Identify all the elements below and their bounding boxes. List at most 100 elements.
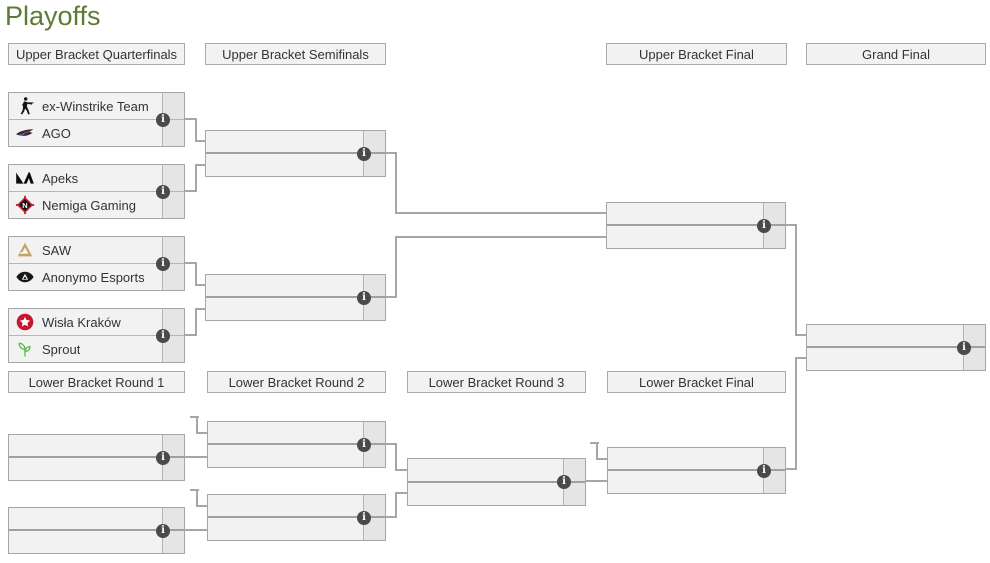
info-icon[interactable] <box>757 463 771 478</box>
info-icon[interactable] <box>156 112 170 127</box>
anonymo-logo-icon <box>15 267 35 287</box>
match-lb-r3[interactable] <box>407 458 586 506</box>
connector <box>196 505 207 507</box>
connector <box>795 334 806 336</box>
connector <box>590 442 599 444</box>
connector <box>786 468 797 470</box>
connector <box>195 262 197 286</box>
info-icon[interactable] <box>357 437 371 452</box>
match-lb-r1m2[interactable] <box>8 507 185 554</box>
row-divider <box>608 469 785 471</box>
connector <box>795 224 797 336</box>
nemiga-logo-icon: N <box>15 195 35 215</box>
connector <box>386 516 397 518</box>
apeks-logo-icon <box>15 168 35 188</box>
connector <box>195 164 197 192</box>
match-lb-r2m1[interactable] <box>207 421 386 468</box>
row-divider <box>607 224 785 226</box>
connector <box>395 212 606 214</box>
connector <box>395 492 407 494</box>
connector <box>395 152 397 214</box>
team-row[interactable]: Anonymo Esports <box>9 263 184 290</box>
info-icon[interactable] <box>957 340 971 355</box>
row-divider <box>206 152 385 154</box>
row-divider <box>9 529 184 531</box>
team-name: SAW <box>42 242 72 258</box>
team-name: Apeks <box>42 170 79 186</box>
match-lb-final[interactable] <box>607 447 786 494</box>
team-name: Sprout <box>42 341 81 357</box>
team-row[interactable]: Apeks <box>9 165 184 191</box>
match-ub-final[interactable] <box>606 202 786 249</box>
info-icon[interactable] <box>156 256 170 271</box>
connector <box>195 284 205 286</box>
team-name: Nemiga Gaming <box>42 197 136 213</box>
match-lb-r1m1[interactable] <box>8 434 185 481</box>
team-row[interactable]: SAW <box>9 237 184 263</box>
match-ub-qf1[interactable]: ex-Winstrike Team AGO <box>8 92 185 147</box>
match-ub-qf4[interactable]: Wisła Kraków Sprout <box>8 308 185 363</box>
connector <box>185 118 197 120</box>
team-row[interactable]: Sprout <box>9 335 184 362</box>
team-name: ex-Winstrike Team <box>42 98 149 114</box>
header-lower-round3: Lower Bracket Round 3 <box>407 371 586 393</box>
header-upper-final: Upper Bracket Final <box>606 43 787 65</box>
row-divider <box>408 481 585 483</box>
header-lower-round1: Lower Bracket Round 1 <box>8 371 185 393</box>
match-ub-sf1[interactable] <box>205 130 386 177</box>
connector <box>190 489 199 491</box>
wisla-krakow-logo-icon <box>15 312 35 332</box>
match-lb-r2m2[interactable] <box>207 494 386 541</box>
connector <box>795 357 797 470</box>
connector <box>586 480 607 482</box>
connector <box>196 489 198 507</box>
connector <box>386 152 397 154</box>
connector <box>196 416 198 434</box>
info-icon[interactable] <box>156 328 170 343</box>
row-divider <box>206 296 385 298</box>
team-row[interactable]: N Nemiga Gaming <box>9 191 184 218</box>
match-ub-sf2[interactable] <box>205 274 386 321</box>
connector <box>185 262 197 264</box>
connector <box>386 296 397 298</box>
team-row[interactable]: ex-Winstrike Team <box>9 93 184 119</box>
match-grand-final[interactable] <box>806 324 986 371</box>
info-icon[interactable] <box>156 184 170 199</box>
info-icon[interactable] <box>357 290 371 305</box>
info-icon[interactable] <box>156 450 170 465</box>
team-row[interactable]: Wisła Kraków <box>9 309 184 335</box>
connector <box>195 118 197 142</box>
sprout-logo-icon <box>15 339 35 359</box>
row-divider <box>208 516 385 518</box>
connector <box>596 442 598 460</box>
info-icon[interactable] <box>357 510 371 525</box>
connector <box>195 308 205 310</box>
info-icon[interactable] <box>557 475 571 489</box>
info-icon[interactable] <box>357 146 371 161</box>
connector <box>596 458 607 460</box>
row-divider <box>807 346 985 348</box>
page-title: Playoffs <box>5 1 101 31</box>
connector <box>185 334 197 336</box>
header-upper-quarterfinals: Upper Bracket Quarterfinals <box>8 43 185 65</box>
svg-text:N: N <box>22 201 27 210</box>
row-divider <box>9 456 184 458</box>
match-ub-qf3[interactable]: SAW Anonymo Esports <box>8 236 185 291</box>
ex-winstrike-logo-icon <box>15 96 35 116</box>
connector <box>795 357 806 359</box>
ago-logo-icon <box>15 123 35 143</box>
header-lower-round2: Lower Bracket Round 2 <box>207 371 386 393</box>
team-row[interactable]: AGO <box>9 119 184 146</box>
connector <box>395 492 397 518</box>
info-icon[interactable] <box>757 218 771 233</box>
team-name: Wisła Kraków <box>42 314 121 330</box>
match-ub-qf2[interactable]: Apeks N Nemiga Gaming <box>8 164 185 219</box>
info-icon[interactable] <box>156 523 170 538</box>
connector <box>185 529 207 531</box>
saw-logo-icon <box>15 240 35 260</box>
connector <box>196 432 207 434</box>
connector <box>195 308 197 336</box>
connector <box>195 164 205 166</box>
connector <box>395 469 407 471</box>
header-lower-final: Lower Bracket Final <box>607 371 786 393</box>
